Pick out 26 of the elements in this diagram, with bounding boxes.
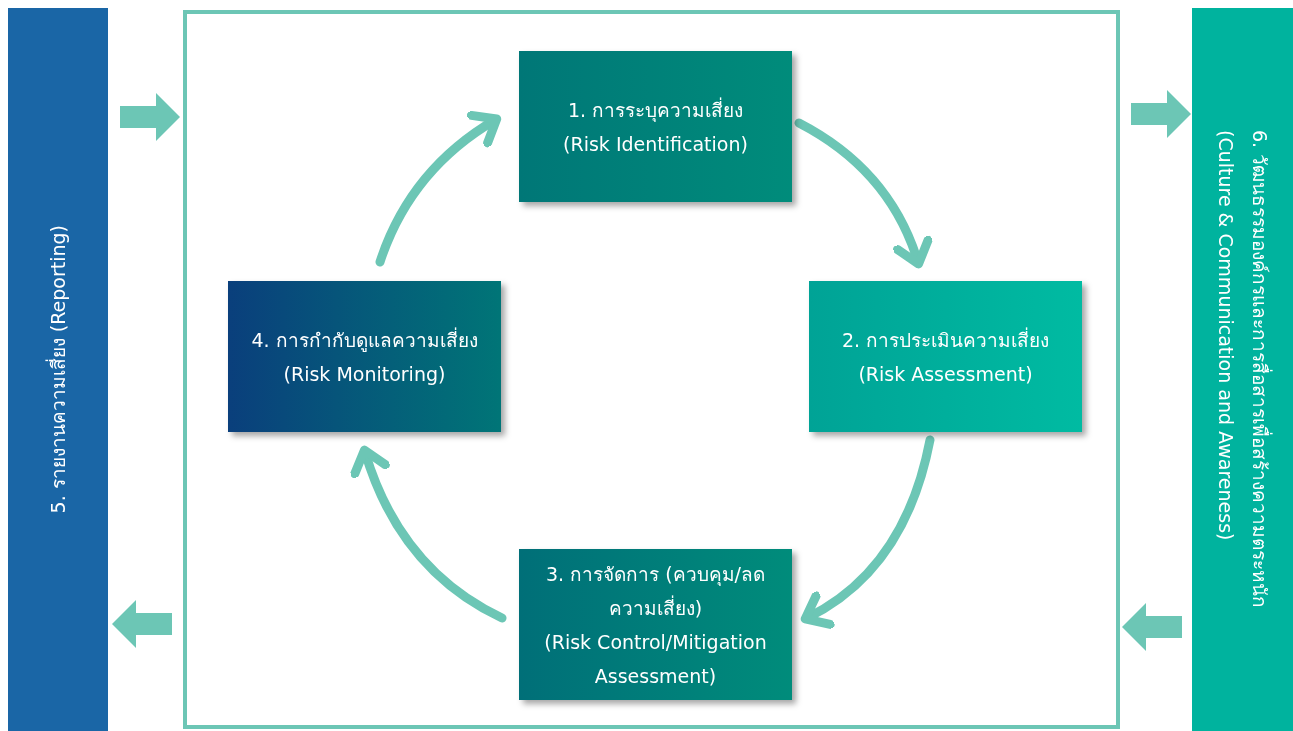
cycle-arrow	[800, 435, 935, 628]
cycle-arrow	[375, 111, 502, 267]
cycle-arrow	[350, 445, 507, 623]
process-box	[228, 281, 501, 432]
band-label: (Culture & Communication and Awareness)	[1213, 130, 1238, 543]
step-subtitle: (Risk Control/Mitigation Assessment)	[543, 629, 768, 689]
block-arrow	[120, 93, 180, 141]
cycle-arrow	[794, 118, 932, 269]
process-box	[519, 549, 792, 700]
step-title: 2. การประเมินความเสี่ยง	[841, 326, 1050, 353]
frame-box	[183, 10, 1120, 729]
band-label: 6. วัฒนธรรมองค์กรและการสื่อสารเพื่อสร้างความตระหนัก	[1247, 130, 1272, 609]
process-box	[809, 281, 1082, 432]
block-arrow	[1122, 603, 1182, 651]
step-title: 3. การจัดการ (ควบคุม/ลดความเสี่ยง)	[545, 561, 766, 621]
side-band	[1192, 8, 1293, 731]
process-box	[519, 51, 792, 202]
side-band	[8, 8, 108, 731]
step-title: 4. การกำกับดูแลความเสี่ยง	[251, 326, 478, 354]
block-arrow	[1131, 90, 1191, 138]
step-subtitle: (Risk Assessment)	[858, 361, 1033, 387]
block-arrow	[112, 600, 172, 648]
step-subtitle: (Risk Monitoring)	[283, 361, 446, 387]
step-subtitle: (Risk Identification)	[563, 131, 748, 157]
band-label: 5. รายงานความเสี่ยง (Reporting)	[45, 225, 70, 514]
step-title: 1. การระบุความเสี่ยง	[567, 96, 744, 124]
